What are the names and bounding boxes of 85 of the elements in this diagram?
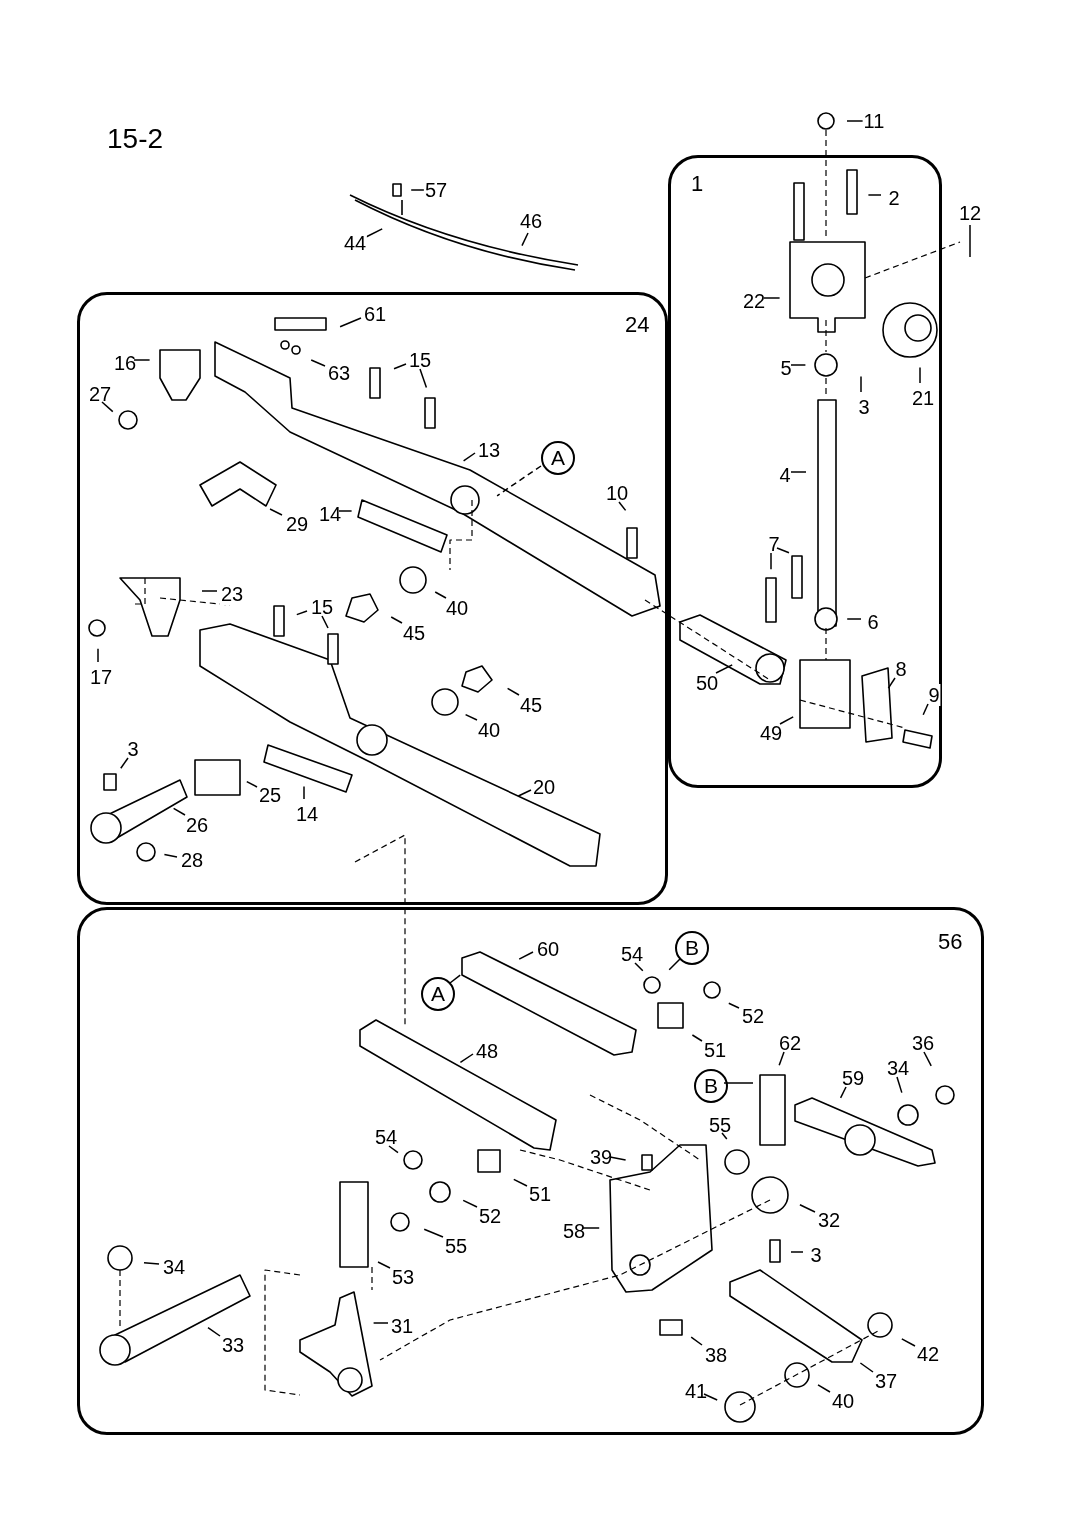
assembly-panel	[77, 292, 668, 905]
leader-line	[163, 853, 178, 858]
leader-line	[172, 807, 186, 816]
leader-line	[715, 664, 733, 674]
leader-line	[609, 1156, 627, 1161]
leader-line	[922, 703, 929, 716]
leader-line	[846, 618, 862, 620]
reference-letter-circle: B	[694, 1069, 728, 1103]
leader-line	[896, 1076, 903, 1094]
leader-line	[634, 962, 644, 972]
leader-line	[506, 687, 520, 696]
leader-line	[459, 1053, 474, 1064]
reference-letter-circle: B	[675, 931, 709, 965]
leader-line	[365, 228, 383, 238]
leader-line	[839, 1086, 847, 1099]
leader-line	[846, 120, 865, 122]
leader-line	[668, 958, 681, 971]
leader-line	[723, 1082, 754, 1084]
leader-line	[246, 780, 258, 788]
assembly-panel	[77, 907, 984, 1435]
leader-line	[372, 1322, 389, 1324]
leader-line	[303, 785, 305, 800]
leader-line	[434, 591, 447, 599]
leader-line	[269, 508, 283, 516]
leader-line	[860, 375, 862, 393]
leader-line	[338, 510, 353, 512]
leader-line	[388, 1145, 399, 1154]
leader-line	[618, 501, 627, 512]
leader-line	[728, 1002, 740, 1009]
leader-line	[339, 317, 362, 328]
callout-number: 9	[927, 684, 941, 706]
leader-line	[721, 1132, 728, 1140]
leader-line	[582, 1227, 600, 1229]
leader-line	[321, 615, 329, 629]
leader-line	[778, 1051, 785, 1066]
assembly-number: 1	[691, 172, 704, 196]
leader-line	[799, 1204, 816, 1213]
leader-line	[887, 677, 896, 689]
leader-line	[923, 1051, 932, 1067]
leader-line	[969, 224, 971, 258]
leader-line	[393, 363, 407, 370]
leader-line	[513, 1178, 528, 1187]
figure-number: 15-2	[107, 124, 164, 154]
leader-line	[390, 616, 403, 624]
leader-line	[496, 465, 542, 497]
assembly-number: 56	[938, 930, 963, 954]
leader-line	[133, 359, 151, 361]
leader-line	[690, 1336, 703, 1346]
leader-line	[901, 1338, 916, 1347]
leader-line	[377, 1261, 391, 1269]
leader-line	[790, 364, 807, 366]
leader-line	[449, 974, 461, 984]
reference-letter-circle: A	[421, 977, 455, 1011]
reference-letter-circle: A	[541, 441, 575, 475]
leader-line	[859, 1362, 874, 1373]
leader-line	[296, 610, 308, 616]
leader-line	[763, 297, 781, 299]
leader-line	[518, 951, 534, 960]
leader-line	[120, 757, 129, 769]
leader-line	[310, 359, 326, 367]
leader-line	[419, 368, 428, 389]
leader-line	[464, 713, 478, 721]
leader-line	[410, 189, 426, 191]
leader-line	[143, 1262, 160, 1265]
assembly-panel	[668, 155, 942, 788]
leader-line	[919, 366, 921, 384]
leader-line	[770, 552, 772, 570]
leader-line	[703, 1393, 718, 1401]
leader-line	[101, 401, 114, 413]
leader-line	[462, 452, 476, 462]
leader-line	[207, 1326, 221, 1337]
leader-line	[462, 1199, 478, 1208]
leader-line	[423, 1228, 444, 1238]
leader-line	[776, 547, 790, 554]
leader-line	[517, 789, 532, 797]
leader-line	[201, 590, 218, 592]
leader-line	[790, 471, 807, 473]
assembly-number: 24	[625, 313, 650, 337]
leader-line	[817, 1384, 831, 1393]
leader-line	[691, 1034, 703, 1042]
leader-line	[790, 1251, 804, 1253]
leader-line	[97, 648, 99, 663]
leader-line	[867, 194, 882, 196]
leader-line	[521, 232, 529, 247]
leader-line	[779, 716, 794, 725]
